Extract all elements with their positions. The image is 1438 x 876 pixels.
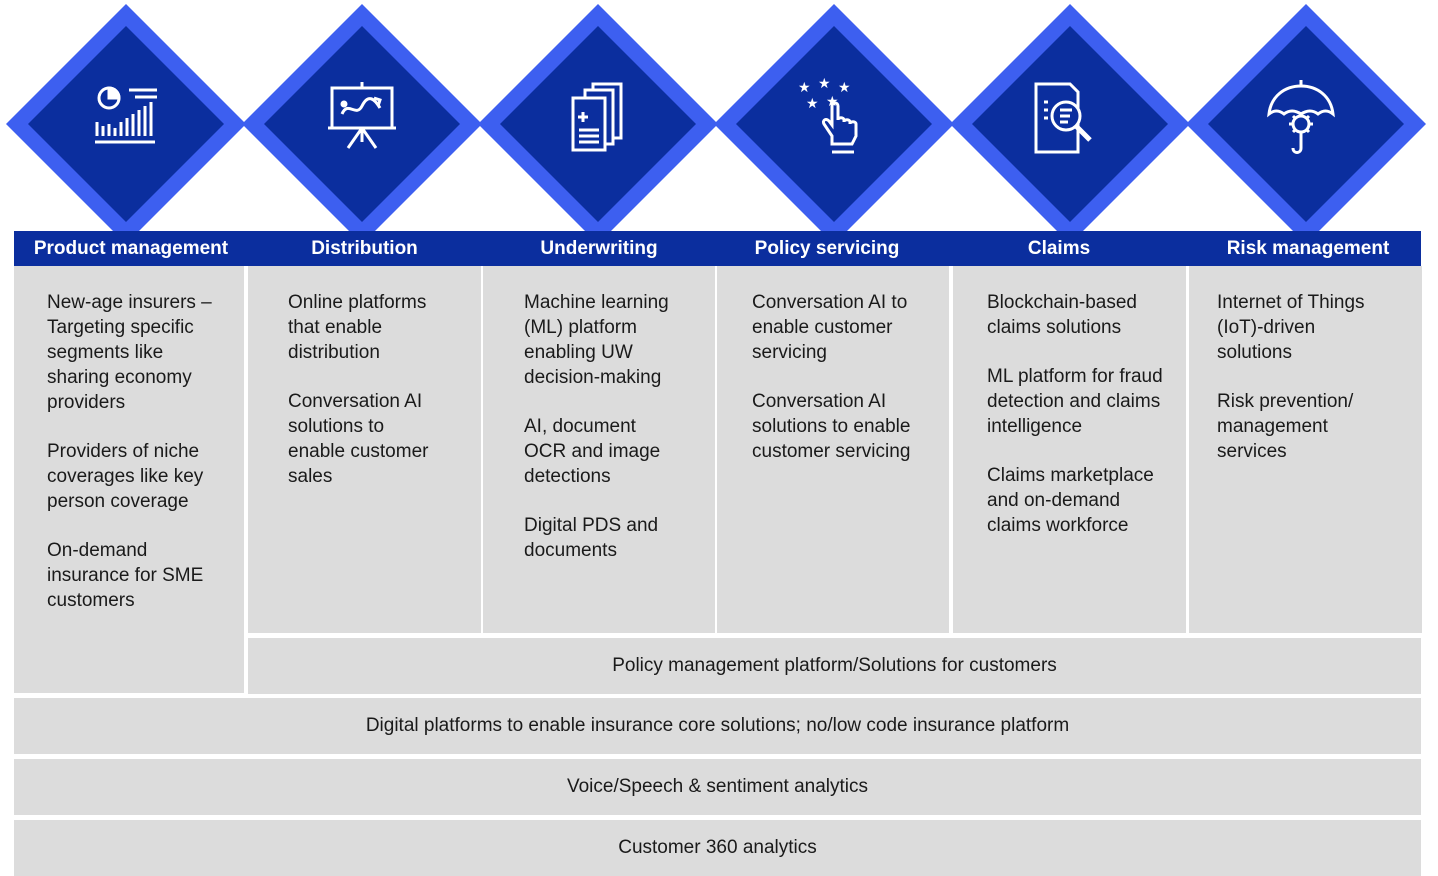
list-item: ML platform for fraud detection and clai… (987, 366, 1163, 437)
presentation-board-icon (328, 82, 396, 149)
stage-header-bar (14, 231, 1421, 266)
star-rating-hand-icon: ★ ★ ★ ★ ★ (798, 78, 858, 154)
list-item: Risk prevention/ management services (1217, 391, 1354, 462)
column-policy-servicing: Conversation AI to enable customer servi… (717, 266, 949, 633)
list-item: New-age insurers – Targeting specific se… (47, 292, 212, 413)
list-item: Machine learning (ML) platform enabling … (524, 292, 669, 388)
stage-title-risk-management: Risk management (1226, 238, 1390, 259)
column-risk-management: Internet of Things (IoT)-driven solution… (1189, 266, 1422, 633)
umbrella-gear-icon (1267, 80, 1335, 154)
list-item: On-demand insurance for SME customers (47, 540, 204, 611)
list-item: Internet of Things (IoT)-driven solution… (1217, 292, 1365, 363)
list-item: Claims marketplace and on-demand claims … (987, 465, 1154, 536)
document-search-icon (1034, 82, 1092, 154)
svg-text:★: ★ (826, 94, 839, 110)
svg-text:★: ★ (798, 80, 811, 96)
svg-text:★: ★ (818, 78, 831, 92)
list-item: Digital PDS and documents (524, 515, 659, 561)
svg-text:★: ★ (806, 96, 819, 112)
band-digital-platforms: Digital platforms to enable insurance co… (14, 698, 1421, 754)
list-item: Online platforms that enable distributio… (288, 292, 427, 363)
chart-analytics-icon (95, 86, 157, 144)
list-item: Conversation AI to enable customer servi… (752, 292, 908, 363)
list-item: Providers of niche coverages like key pe… (47, 441, 204, 512)
column-claims: Blockchain-based claims solutions ML pla… (953, 266, 1186, 633)
column-product-management: New-age insurers – Targeting specific se… (14, 266, 244, 693)
stage-title-policy-servicing: Policy servicing (754, 238, 900, 259)
stage-title-underwriting: Underwriting (540, 238, 658, 259)
list-item: AI, document OCR and image detections (524, 416, 661, 487)
list-item: Conversation AI solutions to enable cust… (288, 391, 429, 487)
band-voice-speech-analytics: Voice/Speech & sentiment analytics (14, 759, 1421, 815)
stage-title-distribution: Distribution (311, 238, 418, 259)
stage-title-claims: Claims (1027, 238, 1091, 259)
band-policy-management: Policy management platform/Solutions for… (248, 638, 1421, 694)
list-item: Blockchain-based claims solutions (987, 292, 1137, 338)
medical-documents-icon (571, 82, 623, 152)
band-customer-360-analytics: Customer 360 analytics (14, 820, 1421, 876)
column-distribution: Online platforms that enable distributio… (248, 266, 481, 633)
list-item: Conversation AI solutions to enable cust… (752, 391, 911, 462)
stage-title-product-management: Product management (33, 238, 229, 259)
svg-text:★: ★ (838, 80, 851, 96)
column-underwriting: Machine learning (ML) platform enabling … (483, 266, 715, 633)
